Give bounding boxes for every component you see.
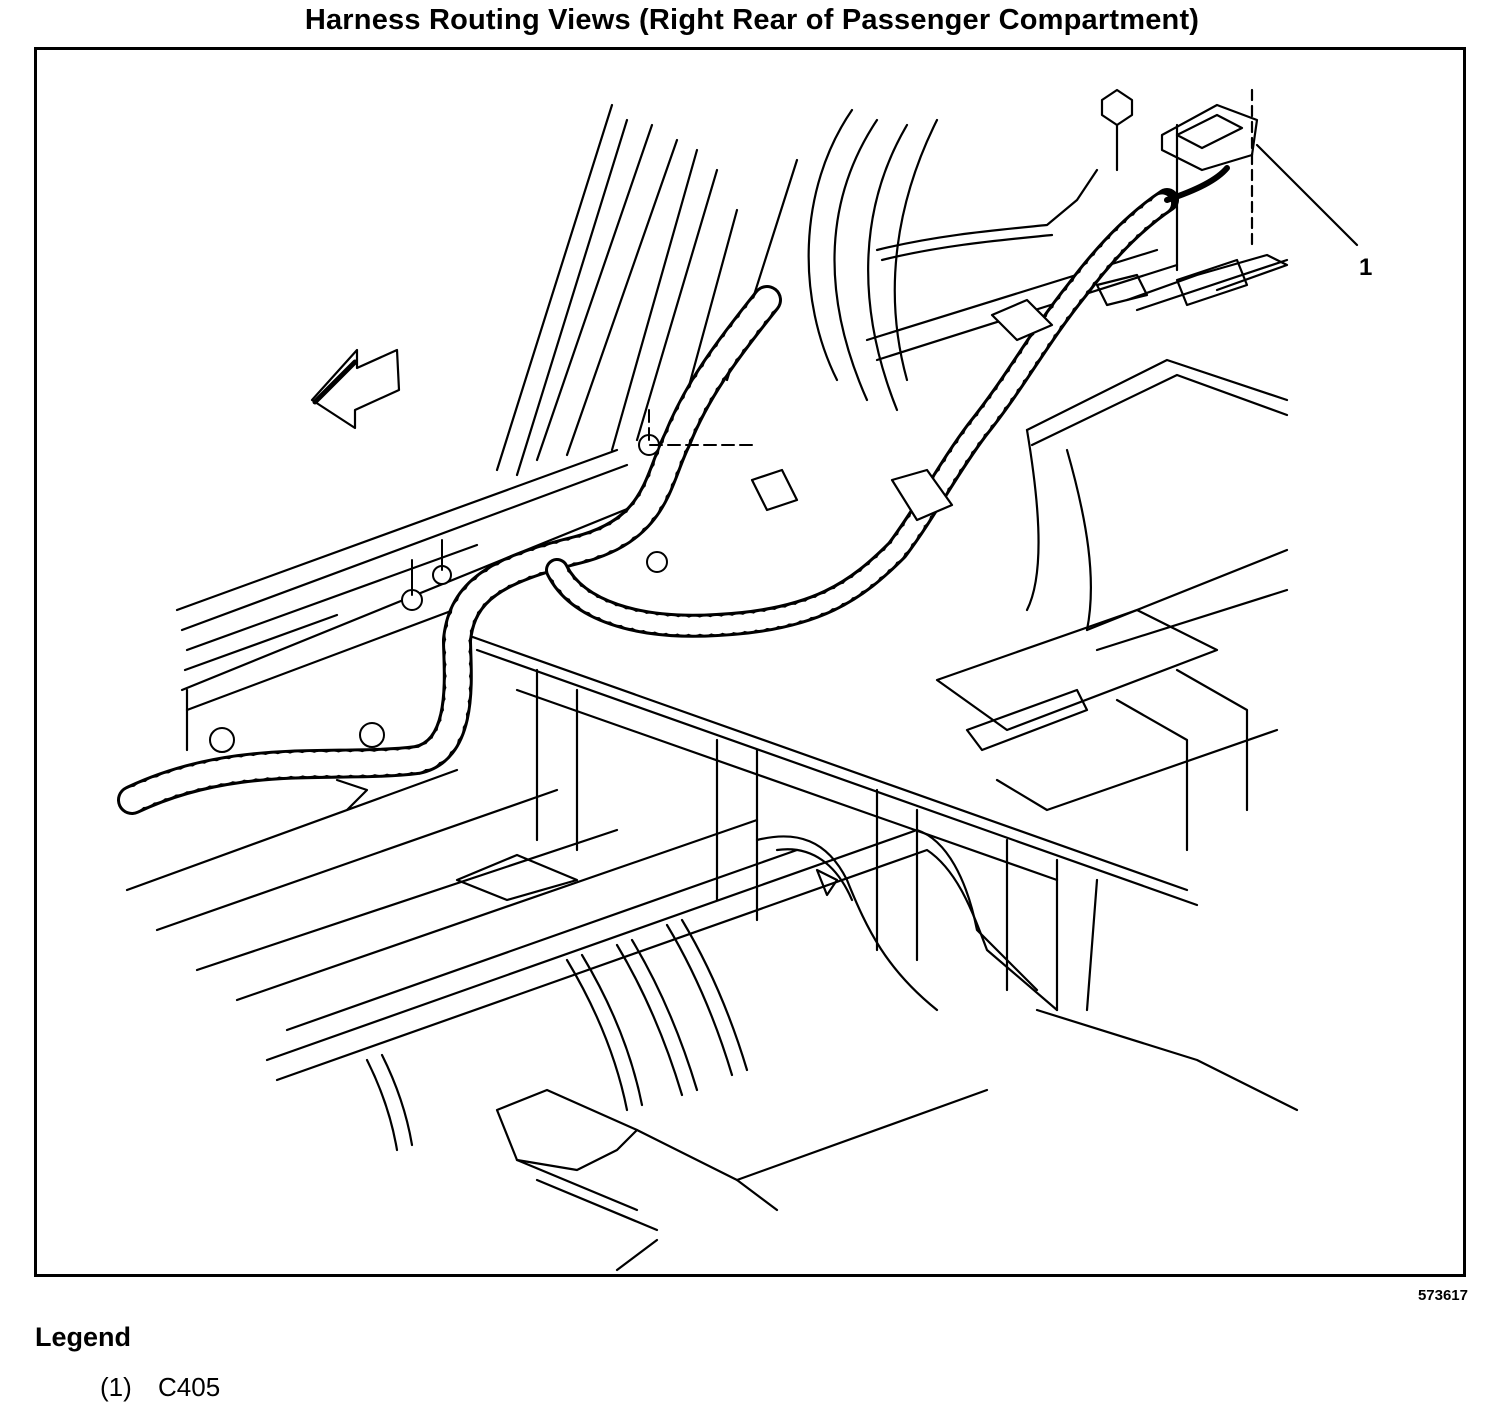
figure-number: 573617 [1417, 1287, 1468, 1304]
rear-shelf [865, 168, 1289, 362]
legend-item: (1) C405 [100, 1372, 220, 1403]
legend-item-number: (1) [100, 1372, 132, 1402]
harness-clips [750, 298, 1054, 522]
pillar-lines [495, 103, 939, 477]
c405-connector [1100, 88, 1359, 272]
studs [209, 409, 758, 753]
right-kick-panel [935, 358, 1289, 852]
harness-routing-illustration: 1 [34, 47, 1466, 1277]
lower-floor-pan [125, 768, 1059, 1082]
floor-ribs [365, 918, 1299, 1272]
forward-arrow-icon [310, 348, 401, 430]
callout-1: 1 [1359, 254, 1372, 281]
legend-item-label: C405 [158, 1372, 221, 1402]
wiring-harness [117, 165, 1230, 815]
floor-crossmember [465, 633, 1199, 1012]
legend-heading: Legend [35, 1322, 132, 1352]
harness-line-drawing: 1 [117, 88, 1372, 1272]
page-title: Harness Routing Views (Right Rear of Pas… [304, 4, 1200, 36]
